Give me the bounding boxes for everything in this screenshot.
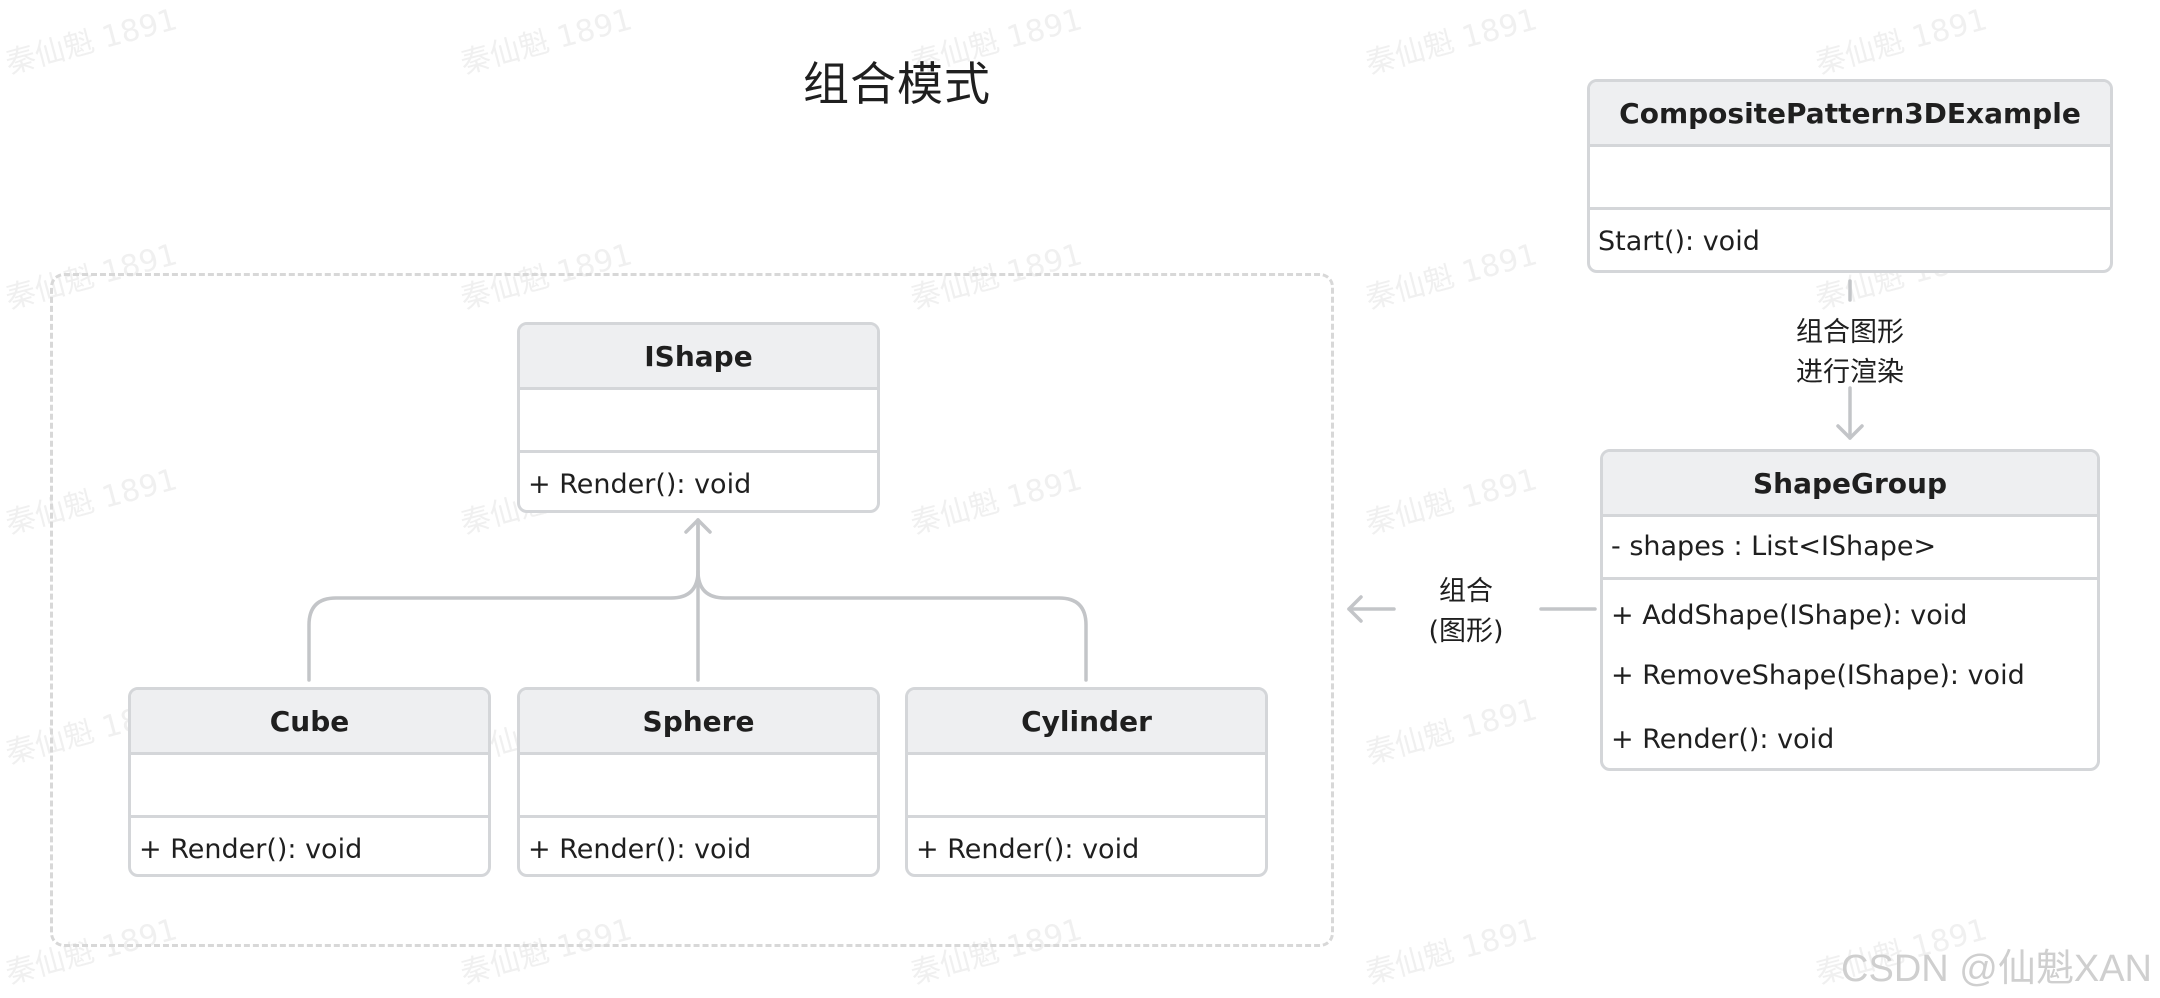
class-cylinder-operations: + Render(): void — [908, 818, 1265, 874]
class-shapegroup: ShapeGroup - shapes : List<IShape> + Add… — [1600, 449, 2100, 771]
operation: + Render(): void — [528, 834, 752, 865]
render-edge-label-line2: 进行渲染 — [1796, 357, 1904, 388]
render-edge-label: 组合图形 进行渲染 — [1760, 313, 1940, 393]
class-ishape-name: IShape — [520, 325, 877, 390]
class-cube-name: Cube — [131, 690, 488, 755]
class-cylinder: Cylinder + Render(): void — [905, 687, 1268, 877]
attribute: - shapes : List<IShape> — [1611, 531, 1937, 562]
shape-hierarchy-frame — [50, 273, 1334, 947]
class-cube-attributes — [131, 755, 488, 818]
arrowhead-frame — [1347, 595, 1363, 623]
class-shapegroup-operations: + AddShape(IShape): void + RemoveShape(I… — [1603, 580, 2097, 768]
class-sphere-name: Sphere — [520, 690, 877, 755]
class-ishape-attributes — [520, 390, 877, 453]
class-cylinder-name: Cylinder — [908, 690, 1265, 755]
class-example-attributes — [1590, 147, 2110, 210]
operation: + Render(): void — [916, 834, 1140, 865]
inheritance-edge-cube — [307, 518, 700, 682]
class-sphere: Sphere + Render(): void — [517, 687, 880, 877]
class-ishape: IShape + Render(): void — [517, 322, 880, 513]
class-ishape-operations: + Render(): void — [520, 453, 877, 509]
class-cube: Cube + Render(): void — [128, 687, 491, 877]
operation: + Render(): void — [528, 469, 752, 500]
class-shapegroup-attributes: - shapes : List<IShape> — [1603, 517, 2097, 580]
operation: + Render(): void — [139, 834, 363, 865]
operation: Start(): void — [1598, 226, 1760, 257]
diagram-title: 组合模式 — [803, 57, 991, 111]
compose-edge-label-line1: 组合 — [1439, 576, 1493, 607]
class-example-name: CompositePattern3DExample — [1590, 82, 2110, 147]
brand-watermark: CSDN @仙魁XAN — [1841, 948, 2152, 990]
compose-edge-label: 组合 (图形) — [1398, 572, 1534, 652]
compose-edge-label-line2: (图形) — [1428, 616, 1504, 647]
arrowhead-shapegroup — [1836, 424, 1864, 440]
class-shapegroup-name: ShapeGroup — [1603, 452, 2097, 517]
class-example-operations: Start(): void — [1590, 210, 2110, 266]
class-cube-operations: + Render(): void — [131, 818, 488, 874]
class-sphere-attributes — [520, 755, 877, 818]
class-composite-pattern-3d-example: CompositePattern3DExample Start(): void — [1587, 79, 2113, 273]
class-cylinder-attributes — [908, 755, 1265, 818]
operation: + RemoveShape(IShape): void — [1611, 660, 2025, 691]
inheritance-edge-cylinder — [696, 569, 1088, 682]
class-sphere-operations: + Render(): void — [520, 818, 877, 874]
arrowhead-ishape — [684, 518, 712, 534]
render-edge-label-line1: 组合图形 — [1796, 317, 1904, 348]
operation: + Render(): void — [1611, 724, 1835, 755]
operation: + AddShape(IShape): void — [1611, 600, 1968, 631]
